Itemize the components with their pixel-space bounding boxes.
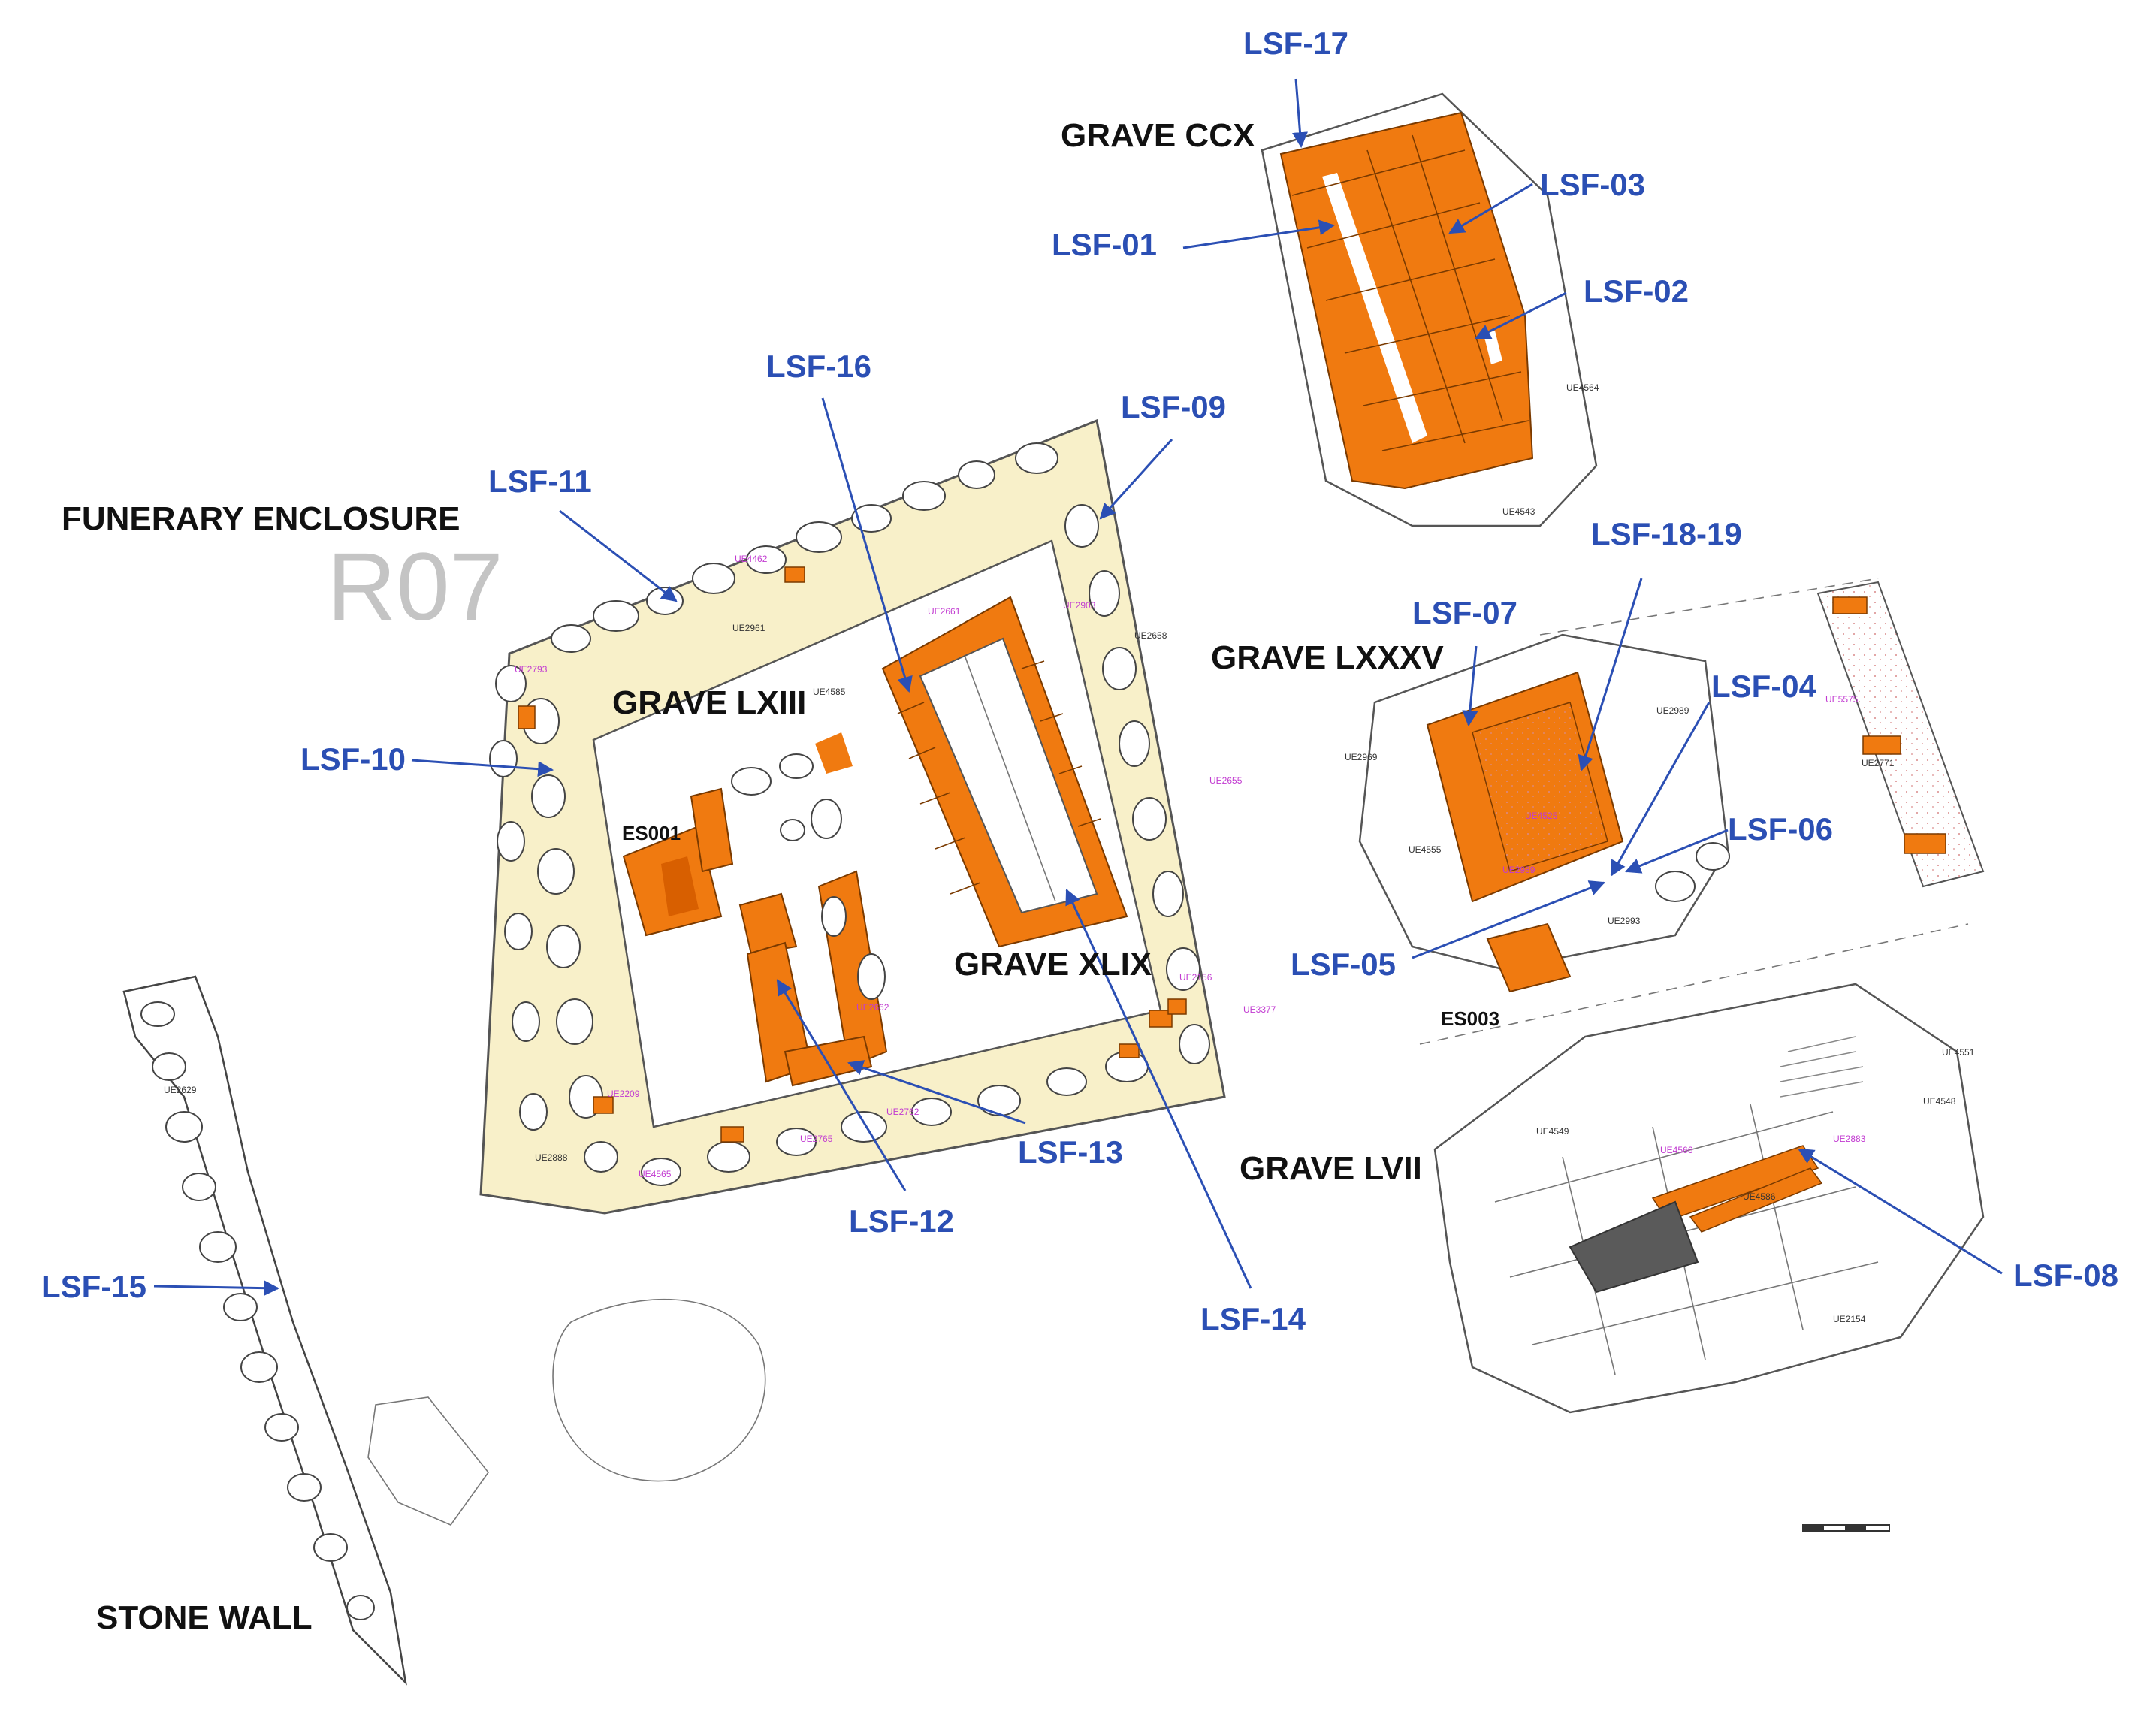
funerary-enclosure-label: FUNERARY ENCLOSURE: [62, 500, 460, 537]
enclosure-wall-slabs: [518, 566, 1187, 1143]
ue-label: UE2658: [1134, 630, 1167, 641]
lsf-label: LSF-16: [766, 349, 871, 384]
lsf-label: LSF-18-19: [1591, 516, 1742, 551]
ue-label: UE4586: [1743, 1191, 1776, 1202]
lsf-label: LSF-09: [1121, 389, 1226, 424]
ue-label: UE2765: [800, 1134, 833, 1144]
lsf-pointer-lines: [153, 78, 2003, 1297]
lsf-label: LSF-06: [1728, 811, 1833, 847]
grave-lxxxv-label: GRAVE LXXXV: [1211, 639, 1444, 676]
funerary-enclosure: [479, 418, 1226, 1215]
enclosure-wall-stones: [489, 442, 1210, 1186]
enclosure-code-label: R07: [327, 533, 503, 641]
ue-label: UE2993: [1608, 916, 1641, 926]
ue-label: UE4551: [1942, 1047, 1975, 1058]
stone-wall-structure: [122, 975, 766, 1686]
ue-label: UE2156: [1179, 972, 1212, 983]
ue-label: UE5575: [1825, 694, 1859, 705]
ue-label: UE2989: [1502, 865, 1535, 875]
ue-label: UE2662: [856, 1002, 889, 1013]
ue-label: UE4549: [1536, 1126, 1569, 1137]
ue-label: UE2969: [1345, 752, 1378, 762]
stone-wall-outline: [122, 975, 407, 1686]
ue-label: UE2661: [928, 606, 961, 617]
ue-label: UE2961: [732, 623, 765, 633]
ue-label: UE3377: [1243, 1004, 1276, 1015]
ue-label: UE4462: [735, 554, 768, 564]
grave-ccx-cavity: [1322, 173, 1427, 443]
lsf-label: LSF-03: [1540, 167, 1645, 202]
lsf-label: LSF-17: [1243, 26, 1348, 61]
lsf-label: LSF-08: [2013, 1258, 2118, 1293]
lsf-label: LSF-10: [300, 741, 406, 777]
grave-ccx-structure: [1261, 92, 1598, 527]
ue-label: UE2989: [1656, 705, 1689, 716]
ue-label: UE2883: [1833, 1134, 1866, 1144]
es001-label: ES001: [622, 822, 681, 844]
lsf-label: LSF-13: [1018, 1134, 1123, 1170]
ue-labels: UE4564 UE4543 UE2961 UE2658 UE4555 UE296…: [164, 382, 1975, 1324]
lsf-label: LSF-11: [488, 463, 592, 499]
grave-lvii-structure: [1433, 983, 1985, 1414]
lsf-label: LSF-01: [1052, 227, 1157, 262]
ue-label: UE4555: [1409, 844, 1442, 855]
lsf-label: LSF-07: [1412, 595, 1517, 630]
lsf-label: LSF-14: [1200, 1301, 1306, 1336]
ue-label: UE2655: [1209, 775, 1243, 786]
ue-label: UE4543: [1502, 506, 1535, 517]
ue-label: UE2154: [1833, 1314, 1866, 1324]
ue-label: UE2629: [164, 1085, 197, 1095]
grave-xlix-structure: [881, 596, 1128, 948]
grave-lvii-coffin: [1569, 1200, 1699, 1294]
ue-label: UE4525: [1525, 811, 1558, 821]
grave-ccx-label: GRAVE CCX: [1061, 117, 1255, 154]
lsf-label: LSF-12: [849, 1203, 954, 1239]
ue-label: UE4585: [813, 687, 846, 697]
lsf-label: LSF-04: [1711, 669, 1817, 704]
ue-label: UE2762: [886, 1107, 919, 1117]
lsf-label: LSF-15: [41, 1269, 146, 1304]
ue-label: UE4564: [1566, 382, 1599, 393]
ue-label: UE2793: [515, 664, 548, 675]
es003-structure: [1486, 922, 1572, 993]
ue-label: UE4548: [1923, 1096, 1956, 1107]
grave-lxiii-structure: [622, 732, 888, 1087]
stone-wall-label: STONE WALL: [96, 1599, 313, 1636]
es003-label: ES003: [1441, 1007, 1499, 1030]
feature-labels: FUNERARY ENCLOSURE R07 GRAVE LXIII GRAVE…: [62, 117, 1499, 1636]
ue-label: UE4565: [639, 1169, 672, 1179]
lsf-label: LSF-05: [1291, 947, 1396, 982]
ue-label: UE2903: [1063, 600, 1096, 611]
grave-xlix-label: GRAVE XLIX: [954, 946, 1152, 983]
grave-lxiii-label: GRAVE LXIII: [612, 684, 806, 721]
grave-lxxxv-side-strip: [1816, 581, 1985, 888]
ue-label: UE2888: [535, 1152, 568, 1163]
ue-label: UE2209: [607, 1088, 640, 1099]
grave-lxxxv-structure: [1358, 578, 1985, 1045]
ue-label: UE2771: [1862, 758, 1895, 768]
scale-bar: [1802, 1524, 1890, 1532]
lsf-label: LSF-02: [1584, 273, 1689, 309]
grave-lvii-label: GRAVE LVII: [1240, 1150, 1422, 1187]
ue-label: UE4566: [1660, 1145, 1693, 1155]
lsf-labels: LSF-17 LSF-03 LSF-01 LSF-02 LSF-16 LSF-0…: [41, 26, 2118, 1336]
